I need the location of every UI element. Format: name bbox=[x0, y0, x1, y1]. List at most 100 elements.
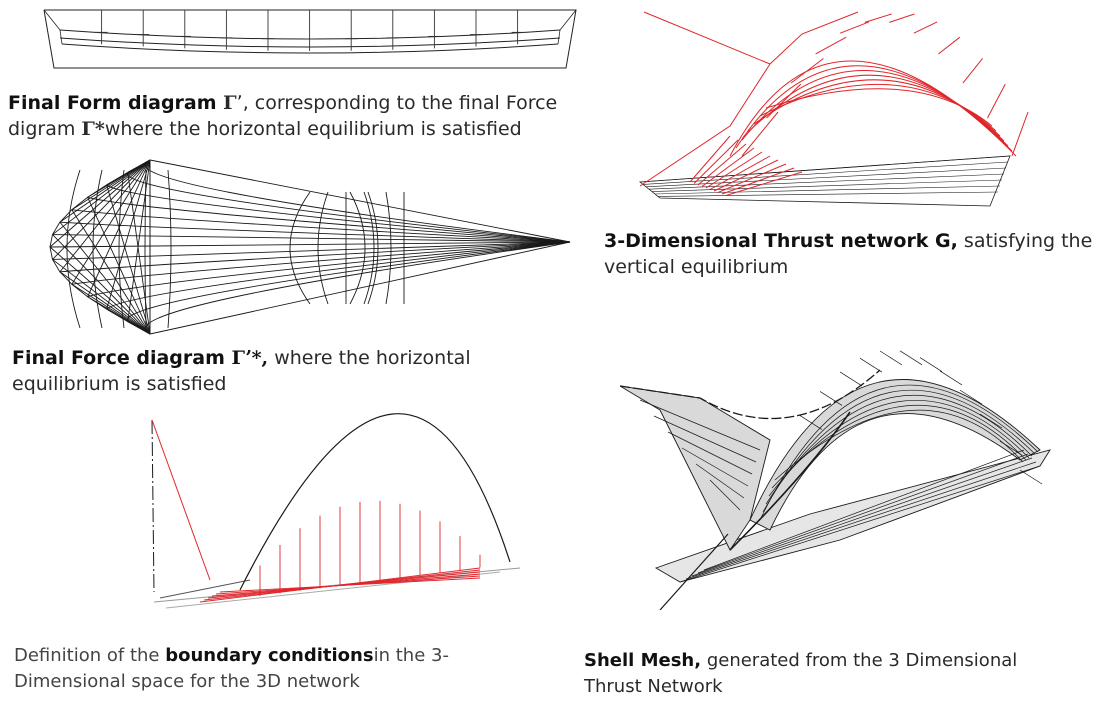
thrust-web bbox=[697, 143, 747, 186]
force-arc bbox=[317, 191, 329, 305]
gamma-star-symbol: Γ* bbox=[81, 118, 105, 140]
force-fan bbox=[71, 209, 151, 335]
thrust-caption-text1: satisfying the bbox=[957, 230, 1093, 252]
shell-floor bbox=[697, 453, 1029, 574]
shell-cross bbox=[939, 370, 963, 386]
thrust-web bbox=[717, 163, 787, 193]
force-member bbox=[87, 241, 571, 298]
thrust-web bbox=[713, 159, 779, 192]
boundary-caption-pre: Definition of the bbox=[14, 645, 166, 666]
boundary-diagram bbox=[151, 413, 521, 609]
force-member bbox=[71, 241, 571, 285]
shell-support bbox=[695, 463, 745, 499]
thrust-network-diagram bbox=[638, 11, 1029, 207]
thrust-caption-text2: vertical equilibrium bbox=[604, 256, 789, 278]
force-fan bbox=[59, 159, 151, 273]
shell-floor bbox=[685, 461, 1037, 580]
thrust-floor-line bbox=[639, 155, 1011, 183]
shell-support bbox=[653, 415, 757, 463]
force-fan bbox=[71, 159, 151, 211]
shell-caption-text2: Thrust Network bbox=[584, 676, 723, 697]
thrust-rib bbox=[913, 21, 938, 34]
force-fan bbox=[52, 159, 151, 260]
force-arc bbox=[349, 191, 366, 305]
shell-cross bbox=[799, 415, 823, 430]
shell-cross bbox=[1019, 469, 1043, 485]
force-fan bbox=[71, 159, 151, 285]
thrust-rib bbox=[741, 111, 779, 157]
force-member bbox=[49, 241, 571, 248]
force-fan bbox=[59, 221, 151, 335]
shell-support bbox=[667, 431, 753, 475]
shell-cross bbox=[919, 357, 943, 372]
force-member bbox=[126, 172, 571, 243]
force-member bbox=[59, 241, 571, 273]
thrust-rib bbox=[839, 21, 870, 34]
thrust-rib bbox=[766, 83, 802, 119]
shell-cross bbox=[999, 440, 1023, 456]
force-member bbox=[106, 184, 571, 243]
force-member bbox=[59, 221, 571, 243]
force-fan bbox=[106, 159, 151, 310]
shell-rib bbox=[774, 409, 1024, 481]
force-fan bbox=[52, 259, 151, 335]
thrust-web bbox=[705, 151, 763, 189]
force-fan bbox=[52, 234, 151, 335]
thrust-floor-line bbox=[657, 191, 999, 197]
thrust-floor-line bbox=[654, 185, 1001, 195]
force-arc bbox=[66, 169, 81, 329]
shell-floor bbox=[703, 449, 1025, 571]
thrust-web bbox=[689, 135, 731, 183]
shell-support bbox=[639, 399, 761, 451]
thrust-rib bbox=[987, 83, 1006, 119]
boundary-caption: Definition of the boundary conditionsin … bbox=[14, 643, 554, 695]
force-caption-text2: equilibrium is satisfied bbox=[12, 373, 227, 395]
force-outline bbox=[149, 159, 571, 243]
shell-support bbox=[681, 447, 749, 487]
thrust-web bbox=[725, 171, 803, 196]
form-caption-bold: Final Form diagram bbox=[8, 92, 224, 114]
force-arc bbox=[363, 191, 375, 305]
form-caption-text2-pre: digram bbox=[8, 118, 82, 140]
force-member bbox=[87, 196, 571, 243]
shell-caption: Shell Mesh, generated from the 3 Dimensi… bbox=[584, 648, 1084, 700]
thrust-boundary bbox=[639, 11, 771, 187]
thrust-rib bbox=[815, 36, 847, 55]
force-outline bbox=[52, 221, 61, 235]
shell-cross bbox=[879, 350, 903, 366]
thrust-rib bbox=[962, 58, 983, 84]
thrust-rib bbox=[889, 13, 915, 23]
force-fan bbox=[49, 159, 151, 248]
force-arc bbox=[118, 169, 125, 329]
force-caption-text1: where the horizontal bbox=[268, 347, 471, 369]
force-fan bbox=[127, 159, 151, 322]
thrust-arch bbox=[747, 74, 1005, 142]
shell-rib bbox=[759, 384, 1039, 521]
thrust-web bbox=[721, 167, 795, 195]
force-fan bbox=[87, 159, 151, 297]
boundary-caption-post: in the 3- bbox=[373, 645, 449, 666]
thrust-caption: 3-Dimensional Thrust network G, satisfyi… bbox=[604, 228, 1104, 280]
thrust-rib bbox=[790, 58, 824, 84]
force-diagram bbox=[49, 159, 571, 335]
form-caption: Final Form diagram Γʼ, corresponding to … bbox=[8, 90, 598, 142]
force-caption: Final Force diagram Γʼ*, where the horiz… bbox=[12, 345, 532, 397]
force-outline bbox=[59, 271, 73, 285]
shell-cross bbox=[819, 391, 843, 406]
shell-cross bbox=[959, 389, 983, 405]
shell-caption-text1: generated from the 3 Dimensional bbox=[701, 650, 1018, 671]
boundary-caption-line2: Dimensional space for the 3D network bbox=[14, 671, 360, 692]
force-arc bbox=[367, 191, 379, 305]
force-outline bbox=[149, 241, 571, 335]
boundary-deck bbox=[219, 577, 481, 593]
shell-cross bbox=[839, 371, 863, 387]
force-fan bbox=[49, 246, 151, 335]
force-arc bbox=[289, 191, 311, 305]
shell-floor bbox=[691, 457, 1033, 577]
thrust-web bbox=[693, 139, 739, 184]
force-arc bbox=[385, 191, 392, 305]
force-member bbox=[106, 241, 571, 310]
thrust-web bbox=[709, 155, 771, 190]
thrust-boundary bbox=[769, 11, 859, 65]
force-outline bbox=[52, 259, 61, 273]
